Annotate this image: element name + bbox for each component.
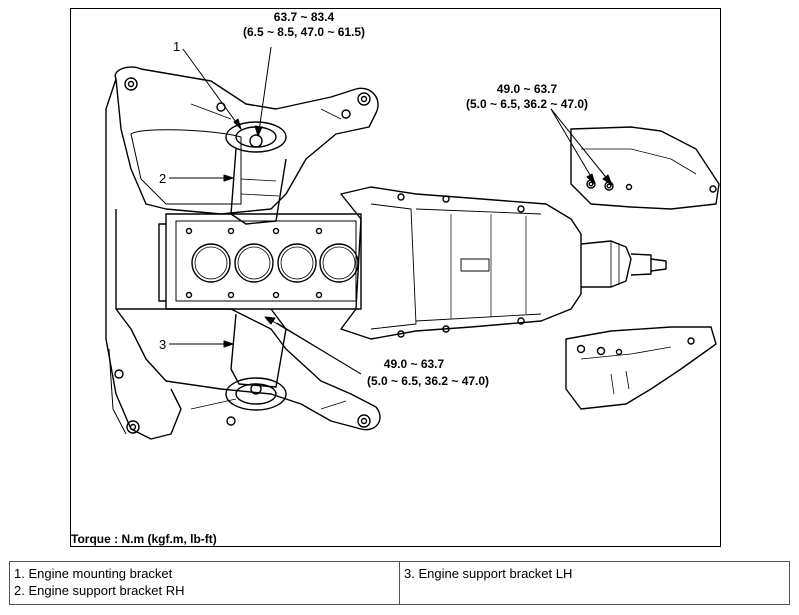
subframe xyxy=(105,66,381,440)
engine-mount-top xyxy=(225,121,287,225)
transaxle-bracket-bottom xyxy=(565,326,717,410)
engine-mount-drawing: 1 2 3 63.7 ~ 83.4 (6.5 ~ 8.5, 47.0 ~ 61.… xyxy=(105,10,720,440)
callout-3: 3 xyxy=(159,337,166,352)
torque-right-line1: 49.0 ~ 63.7 xyxy=(497,82,558,96)
torque-top-line2: (6.5 ~ 8.5, 47.0 ~ 61.5) xyxy=(243,25,365,39)
torque-top-line1: 63.7 ~ 83.4 xyxy=(274,10,335,24)
transaxle-bracket-top xyxy=(570,126,720,210)
legend-cell-right: 3. Engine support bracket LH xyxy=(399,561,790,605)
diagram-figure: 1 2 3 63.7 ~ 83.4 (6.5 ~ 8.5, 47.0 ~ 61.… xyxy=(70,8,721,547)
engine-mount-bottom xyxy=(225,308,287,411)
legend-cell-left: 1. Engine mounting bracket 2. Engine sup… xyxy=(9,561,400,605)
callout-1: 1 xyxy=(173,39,180,54)
torque-bottom-line1: 49.0 ~ 63.7 xyxy=(384,357,445,371)
legend-item-1: 1. Engine mounting bracket xyxy=(14,566,173,581)
callout-2: 2 xyxy=(159,171,166,186)
legend-item-2: 2. Engine support bracket RH xyxy=(14,583,185,598)
transaxle xyxy=(340,186,667,340)
leader-lines xyxy=(169,46,613,375)
engine-block xyxy=(158,213,362,310)
torque-units-caption: Torque : N.m (kgf.m, lb-ft) xyxy=(71,532,219,546)
parts-legend: 1. Engine mounting bracket 2. Engine sup… xyxy=(9,561,790,605)
legend-item-3: 3. Engine support bracket LH xyxy=(404,566,573,581)
torque-right-line2: (5.0 ~ 6.5, 36.2 ~ 47.0) xyxy=(466,97,588,111)
torque-bottom-line2: (5.0 ~ 6.5, 36.2 ~ 47.0) xyxy=(367,374,489,388)
